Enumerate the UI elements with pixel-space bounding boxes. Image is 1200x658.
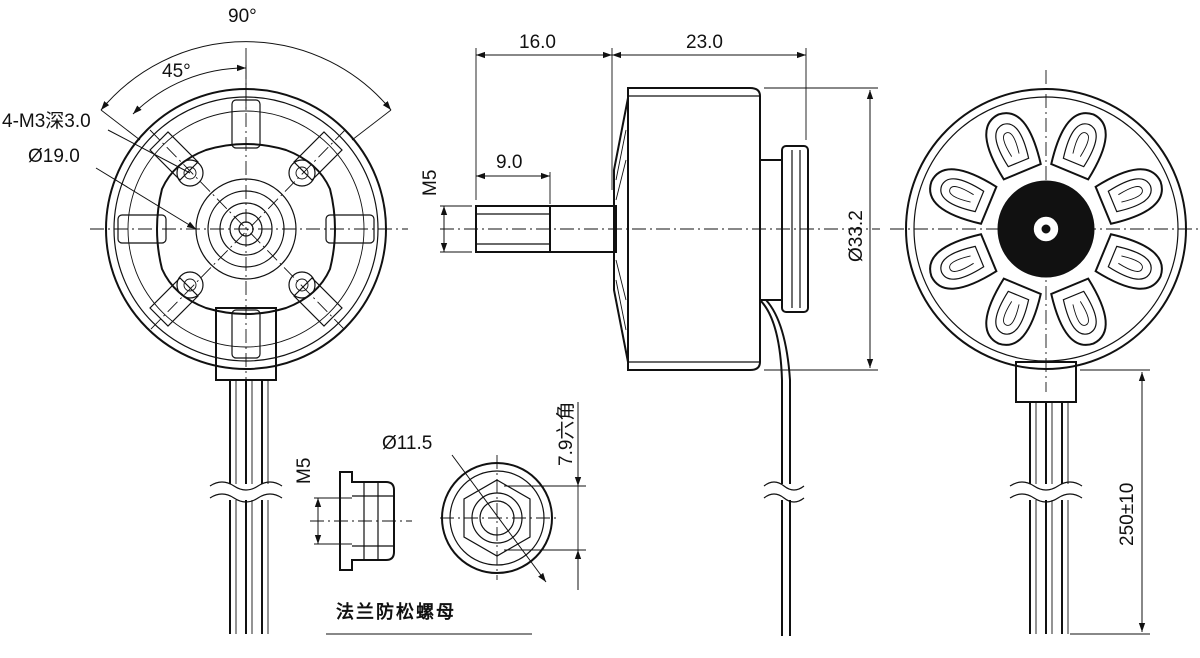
nut-flange-diameter: Ø11.5 — [382, 433, 432, 454]
rear-view: 250±10 — [890, 70, 1198, 635]
front-vent-slots — [117, 99, 375, 359]
vent-lobe — [929, 168, 998, 225]
dim-thread-length: 9.0 — [496, 152, 522, 173]
vent-lobe — [929, 233, 998, 290]
vent-lobe — [1094, 233, 1163, 290]
shaft-thread-label: M5 — [420, 170, 441, 196]
dim-shaft-length: 16.0 — [519, 32, 556, 53]
nut-thread-label: M5 — [294, 458, 315, 484]
mount-holes — [176, 159, 316, 299]
vent-lobe — [985, 277, 1042, 346]
vent-lobe — [1050, 277, 1107, 346]
side-view: 16.0 23.0 9.0 M5 Ø33.2 — [420, 32, 880, 636]
nut-detail: M5 Ø11.5 7.9六角 法兰防松螺母 — [294, 402, 586, 635]
pcd-callout: Ø19.0 — [28, 146, 80, 167]
rear-cable-exit — [1009, 361, 1085, 634]
front-cable-exit — [209, 307, 285, 634]
rear-vent-lobes — [929, 112, 1163, 346]
nut-caption: 法兰防松螺母 — [336, 601, 456, 623]
front-mount-plate — [156, 143, 336, 315]
nut-side-view — [339, 471, 395, 571]
shaft — [475, 205, 617, 253]
vent-lobe — [1094, 168, 1163, 225]
body-diameter-label: Ø33.2 — [846, 210, 867, 262]
nut-front-view — [440, 455, 560, 580]
nut-hex-size: 7.9六角 — [555, 402, 577, 466]
lead-length-label: 250±10 — [1117, 483, 1138, 546]
dim-body-length: 23.0 — [686, 32, 723, 53]
mount-hole-callout: 4-M3深3.0 — [2, 110, 91, 132]
angle-90-label: 90° — [228, 6, 257, 27]
rear-body-outline — [905, 88, 1187, 370]
front-view: 90° 45° 4-M3深3.0 Ø19.0 — [2, 6, 408, 634]
angle-45-label: 45° — [162, 61, 191, 82]
vent-lobe — [1050, 112, 1107, 181]
vent-lobe — [985, 112, 1042, 181]
